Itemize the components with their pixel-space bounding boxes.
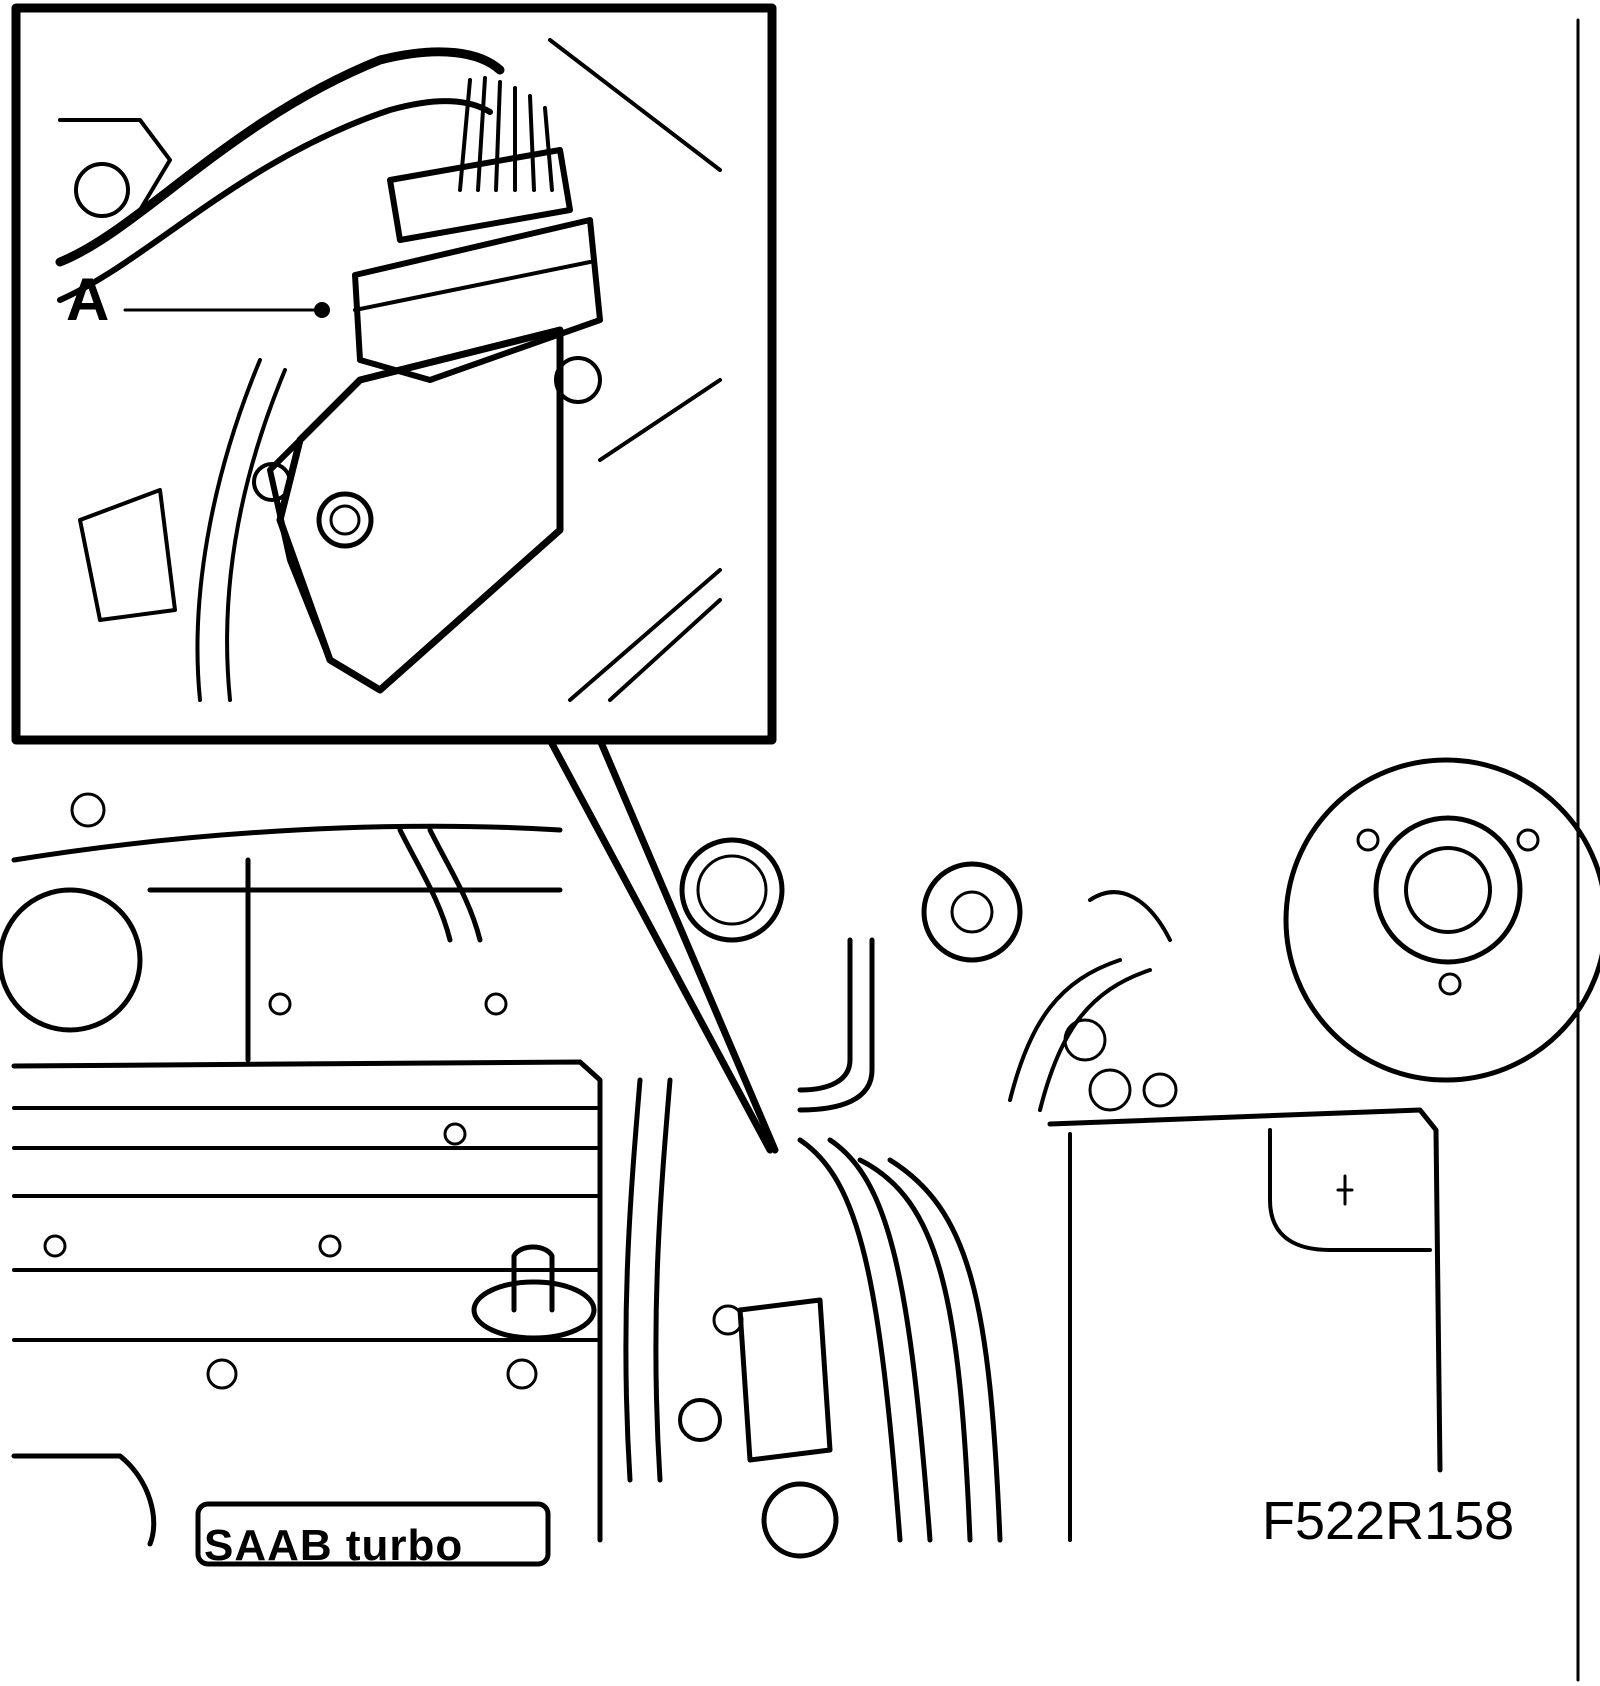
valve-cover-bolt-1 bbox=[443, 1122, 467, 1146]
coolant-hose bbox=[397, 827, 483, 943]
inset-bolt-1-inner bbox=[329, 504, 361, 536]
inset-sensor-body bbox=[276, 326, 564, 694]
battery-inner bbox=[1068, 1128, 1432, 1542]
inset-frame bbox=[11, 3, 777, 745]
strut-bolt-2 bbox=[1516, 828, 1540, 852]
inset-bolt-3 bbox=[554, 356, 602, 404]
abs-fitting-1 bbox=[1063, 1018, 1107, 1062]
oil-filler-neck bbox=[511, 1244, 555, 1313]
inset-hose-inner bbox=[57, 98, 493, 303]
inset-leader-left bbox=[546, 736, 774, 1154]
callout-label-a: A bbox=[66, 266, 110, 333]
bay-pulley bbox=[761, 1481, 839, 1559]
abs-lines bbox=[1008, 890, 1172, 1112]
inset-bracket-left bbox=[58, 118, 177, 622]
hose-bundle bbox=[623, 1077, 1003, 1543]
strut-bolt-3 bbox=[1438, 972, 1462, 996]
abs-fitting-2 bbox=[1088, 1068, 1132, 1112]
coolant-cap-inner bbox=[696, 854, 768, 926]
oil-filler-cap bbox=[471, 1279, 597, 1341]
bay-bolt-center bbox=[678, 1398, 722, 1442]
brake-reservoir bbox=[921, 861, 1023, 963]
inset-hose bbox=[55, 47, 505, 267]
strut-tower-inner bbox=[1404, 846, 1492, 934]
coolant-cap bbox=[679, 837, 785, 943]
valve-cover-top bbox=[11, 1059, 603, 1543]
upper-left-fastener bbox=[70, 792, 106, 828]
logo-text: SAAB turbo bbox=[204, 1521, 464, 1570]
sensor-body-bay bbox=[737, 1297, 833, 1463]
hose-vertical bbox=[797, 937, 875, 1113]
battery bbox=[1047, 1107, 1443, 1473]
inset-cap bbox=[74, 162, 130, 218]
battery-symbol bbox=[1336, 1174, 1354, 1206]
inset-leader-right bbox=[596, 736, 779, 1154]
intake-bolt-2 bbox=[484, 992, 508, 1016]
inset-connector-ridge bbox=[353, 260, 592, 312]
intake-plenum bbox=[11, 823, 563, 1063]
inset-rail-right bbox=[548, 38, 722, 702]
strut-bolt-1 bbox=[1356, 828, 1380, 852]
throttle-ring bbox=[0, 887, 143, 1033]
abs-fitting-3 bbox=[1142, 1072, 1178, 1108]
valve-cover-bolt-5 bbox=[506, 1358, 538, 1390]
sensor-bolt-bay bbox=[712, 1304, 744, 1336]
inset-sensor-flange bbox=[267, 437, 333, 663]
inset-tube-left bbox=[195, 358, 287, 702]
inset-wires bbox=[458, 76, 554, 192]
valve-cover-bolt-2 bbox=[43, 1234, 67, 1258]
intake-bolt-1 bbox=[268, 992, 292, 1016]
inset-bolt-1 bbox=[316, 491, 374, 549]
valve-cover-bottom bbox=[11, 1453, 157, 1547]
inset-connector bbox=[387, 147, 573, 243]
inset-bolt-2 bbox=[252, 462, 292, 502]
brake-reservoir-inner bbox=[950, 890, 994, 934]
valve-cover-bolt-3 bbox=[318, 1234, 342, 1258]
strut-tower bbox=[1373, 815, 1523, 965]
logo-badge bbox=[195, 1501, 551, 1567]
inset-connector-lower bbox=[352, 217, 603, 383]
callout-a-dot bbox=[314, 302, 330, 318]
strut-tower-outer bbox=[1283, 757, 1600, 1083]
figure-id: F522R158 bbox=[1262, 1491, 1515, 1551]
valve-cover-bolt-4 bbox=[206, 1358, 238, 1390]
